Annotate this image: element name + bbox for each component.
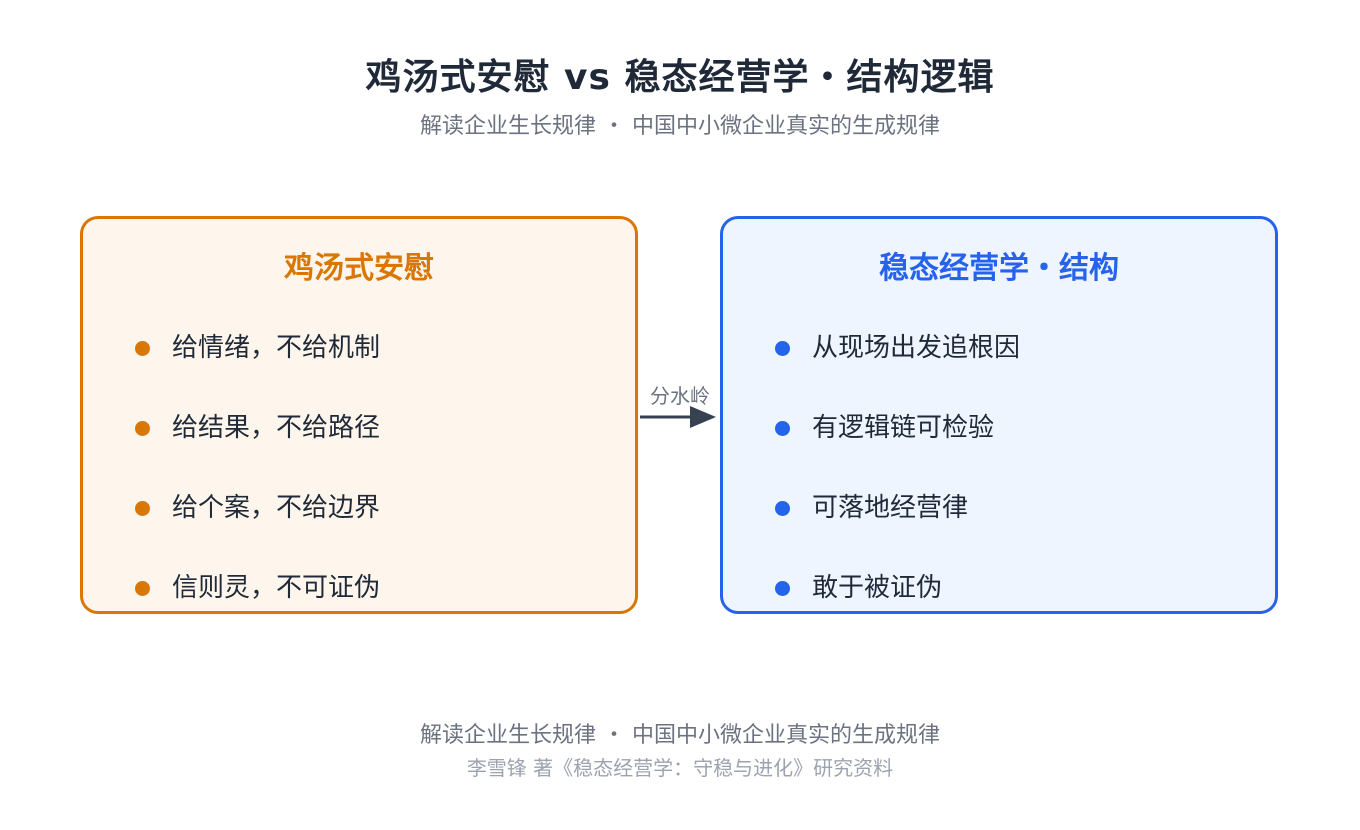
comfort-list-item: 给个案，不给边界 (135, 491, 380, 571)
comfort-list: 给情绪，不给机制 给结果，不给路径 给个案，不给边界 信则灵，不可证伪 (135, 331, 380, 651)
structure-list-item: 敢于被证伪 (775, 571, 1020, 651)
comfort-item-label: 给结果，不给路径 (172, 413, 381, 443)
structure-list-item: 有逻辑链可检验 (775, 411, 1020, 491)
comfort-list-item: 给结果，不给路径 (135, 411, 380, 491)
structure-list-item: 从现场出发追根因 (775, 331, 1020, 411)
footer-source: 李雪锋 著《稳态经营学：守稳与进化》研究资料 (466, 756, 894, 780)
bullet-icon (135, 501, 150, 516)
right-arrow-icon (640, 406, 716, 428)
comfort-panel-title: 鸡汤式安慰 (284, 251, 434, 286)
bullet-icon (135, 421, 150, 436)
structure-item-label: 有逻辑链可检验 (812, 413, 995, 443)
structure-item-label: 从现场出发追根因 (812, 333, 1021, 363)
divide-label: 分水岭 (650, 384, 710, 408)
bullet-icon (135, 581, 150, 596)
comfort-item-label: 信则灵，不可证伪 (172, 573, 381, 603)
footer-tagline: 解读企业生长规律 ・ 中国中小微企业真实的生成规律 (420, 723, 940, 748)
comfort-panel: 鸡汤式安慰 给情绪，不给机制 给结果，不给路径 给个案，不给边界 信则灵，不可证… (80, 216, 638, 614)
comfort-list-item: 给情绪，不给机制 (135, 331, 380, 411)
bullet-icon (775, 581, 790, 596)
structure-item-label: 敢于被证伪 (812, 573, 943, 603)
comfort-list-item: 信则灵，不可证伪 (135, 571, 380, 651)
page-subtitle: 解读企业生长规律 ・ 中国中小微企业真实的生成规律 (420, 114, 940, 139)
structure-panel-title: 稳态经营学・结构 (879, 251, 1119, 286)
page-title: 鸡汤式安慰 vs 稳态经营学・结构逻辑 (365, 57, 995, 98)
bullet-icon (775, 341, 790, 356)
bullet-icon (775, 501, 790, 516)
bullet-icon (775, 421, 790, 436)
comfort-item-label: 给情绪，不给机制 (172, 333, 381, 363)
structure-panel: 稳态经营学・结构 从现场出发追根因 有逻辑链可检验 可落地经营律 敢于被证伪 (720, 216, 1278, 614)
structure-item-label: 可落地经营律 (812, 493, 969, 523)
structure-list: 从现场出发追根因 有逻辑链可检验 可落地经营律 敢于被证伪 (775, 331, 1020, 651)
structure-list-item: 可落地经营律 (775, 491, 1020, 571)
comfort-item-label: 给个案，不给边界 (172, 493, 381, 523)
bullet-icon (135, 341, 150, 356)
